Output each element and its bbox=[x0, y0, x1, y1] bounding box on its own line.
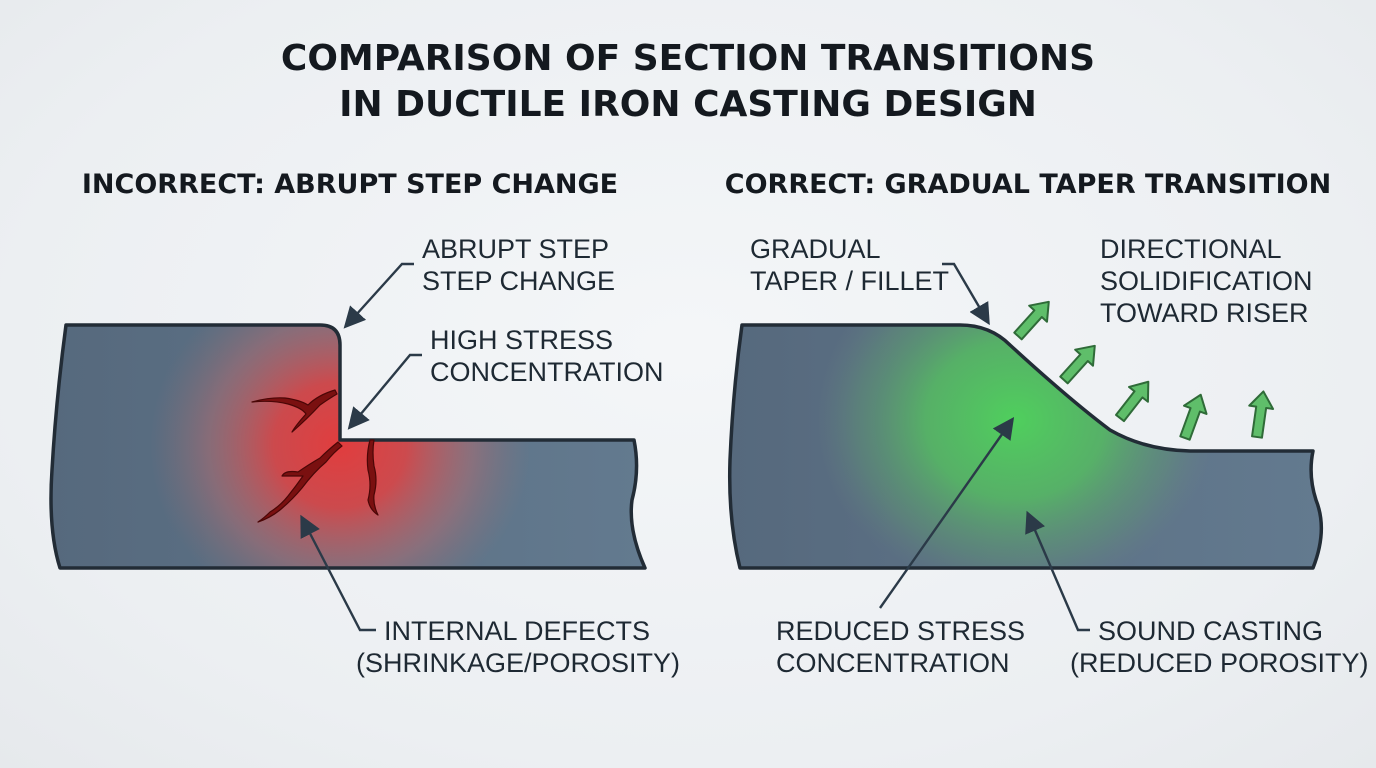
crack-mark-3 bbox=[366, 439, 379, 516]
callout-sound-casting-line1: SOUND CASTING bbox=[1098, 616, 1323, 646]
incorrect-heading: INCORRECT: ABRUPT STEP CHANGE bbox=[82, 169, 618, 200]
page-title-line1: COMPARISON OF SECTION TRANSITIONS bbox=[281, 38, 1095, 79]
callout-high-stress-line1: HIGH STRESS bbox=[430, 325, 613, 355]
page-title-line2: IN DUCTILE IRON CASTING DESIGN bbox=[339, 84, 1037, 125]
solidification-arrow-4 bbox=[1179, 393, 1208, 441]
leader-reduced-stress bbox=[879, 417, 1015, 609]
callout-abrupt-step-line1: ABRUPT STEP bbox=[422, 234, 609, 264]
callout-solidification-line2: SOLIDIFICATION bbox=[1100, 266, 1313, 296]
crack-mark-2 bbox=[257, 441, 343, 523]
taper-casting-outline bbox=[727, 323, 1324, 570]
solidification-arrow-5 bbox=[1248, 390, 1275, 439]
callout-abrupt-step-line2: STEP CHANGE bbox=[422, 266, 615, 296]
leader-gradual-taper bbox=[942, 262, 990, 326]
solidification-arrow-3 bbox=[1115, 380, 1150, 423]
callout-solidification-line3: TOWARD RISER bbox=[1100, 298, 1309, 328]
leader-internal-defects bbox=[300, 514, 376, 632]
callout-internal-defects-line2: (SHRINKAGE/POROSITY) bbox=[356, 648, 680, 678]
callout-gradual-taper-line2: TAPER / FILLET bbox=[750, 266, 949, 296]
callout-high-stress-line2: CONCENTRATION bbox=[430, 357, 664, 387]
callout-reduced-stress-line1: REDUCED STRESS bbox=[776, 616, 1025, 646]
solidification-arrows bbox=[1013, 300, 1275, 441]
solidification-arrow-2 bbox=[1059, 344, 1096, 385]
callout-sound-casting-line2: (REDUCED POROSITY) bbox=[1070, 648, 1369, 678]
leader-high-stress bbox=[347, 353, 422, 430]
abrupt-step-casting bbox=[49, 323, 647, 570]
abrupt-casting-outline bbox=[49, 323, 647, 570]
callout-reduced-stress-line2: CONCENTRATION bbox=[776, 648, 1010, 678]
callout-gradual-taper-line1: GRADUAL bbox=[750, 234, 881, 264]
leader-abrupt-step bbox=[343, 262, 414, 329]
crack-mark-1 bbox=[251, 389, 338, 433]
callout-internal-defects-line1: INTERNAL DEFECTS bbox=[384, 616, 650, 646]
correct-heading: CORRECT: GRADUAL TAPER TRANSITION bbox=[725, 169, 1331, 200]
leader-sound-casting bbox=[1025, 510, 1090, 632]
callout-solidification-line1: DIRECTIONAL bbox=[1100, 234, 1282, 264]
solidification-arrow-1 bbox=[1013, 300, 1050, 341]
